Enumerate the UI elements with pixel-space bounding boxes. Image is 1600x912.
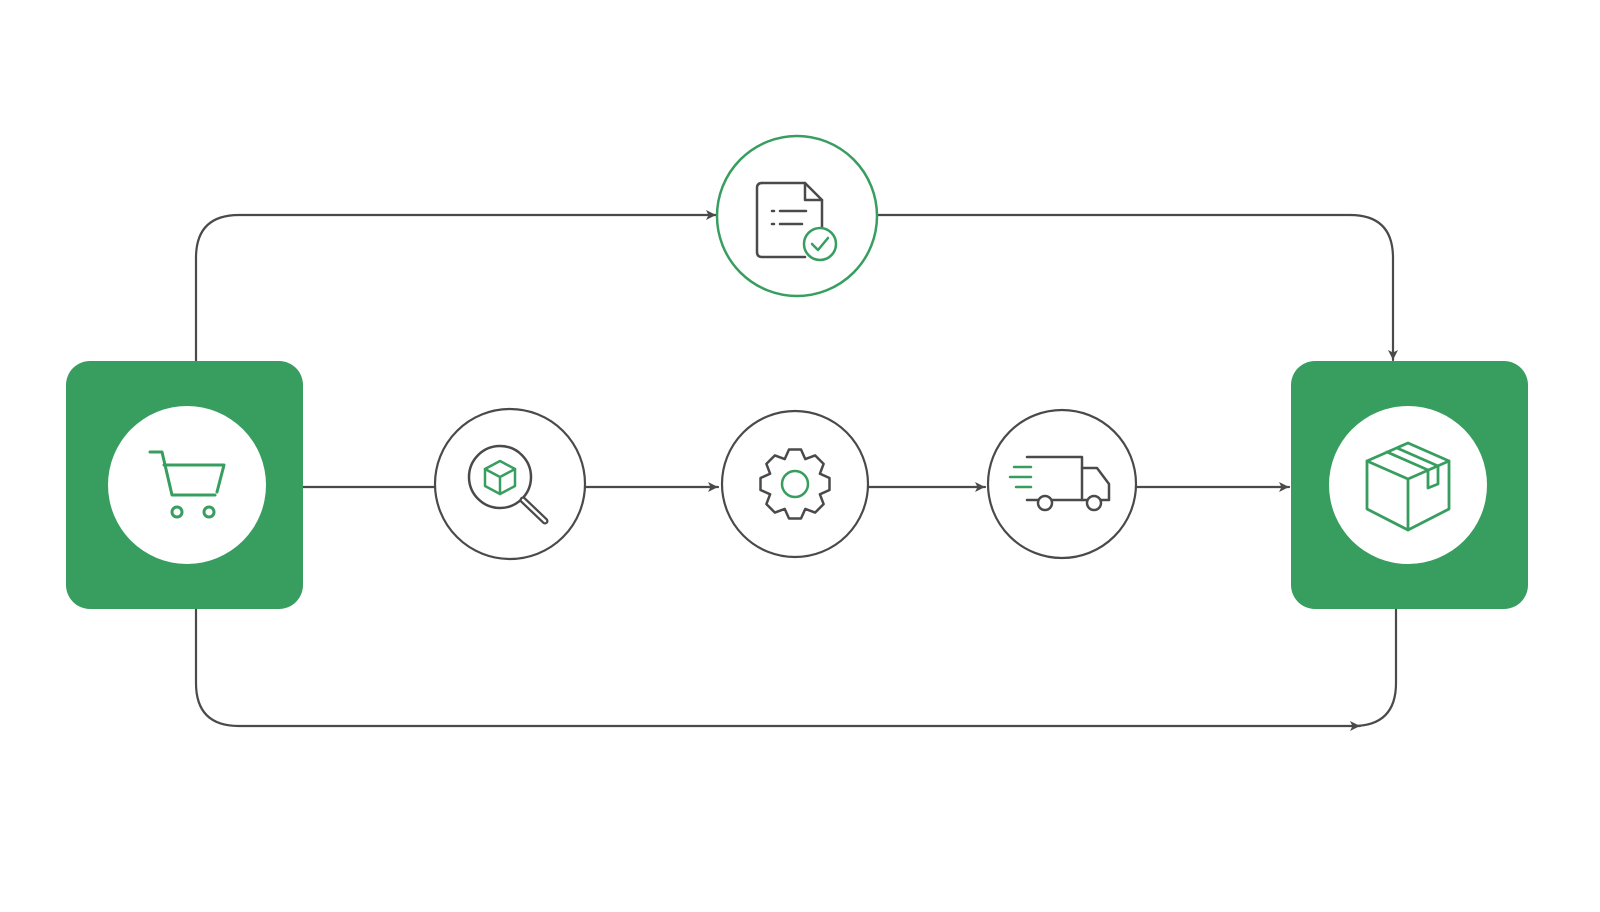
node-end [1291,361,1528,609]
ship-circle [986,408,1138,560]
edge-end-bottom-stub [1351,607,1398,728]
process-circle [720,409,870,559]
magnify-box-icon [467,444,549,525]
node-ship [986,408,1138,560]
edge-start-to-end-bottom [194,607,1362,731]
connectors [194,210,1398,731]
start-inner-circle [108,406,266,564]
delivery-truck-icon [1008,455,1111,512]
gear-icon [759,448,831,520]
package-box-icon [1365,441,1451,532]
node-inspect [433,407,587,561]
document-check-icon [755,181,838,262]
node-start [66,361,303,609]
inspect-circle [433,407,587,561]
node-verify [715,134,879,298]
edge-start-to-verify [194,210,718,365]
verify-circle [715,134,879,298]
shopping-cart-icon [148,450,226,519]
edge-verify-to-end [875,213,1398,362]
node-process [720,409,870,559]
